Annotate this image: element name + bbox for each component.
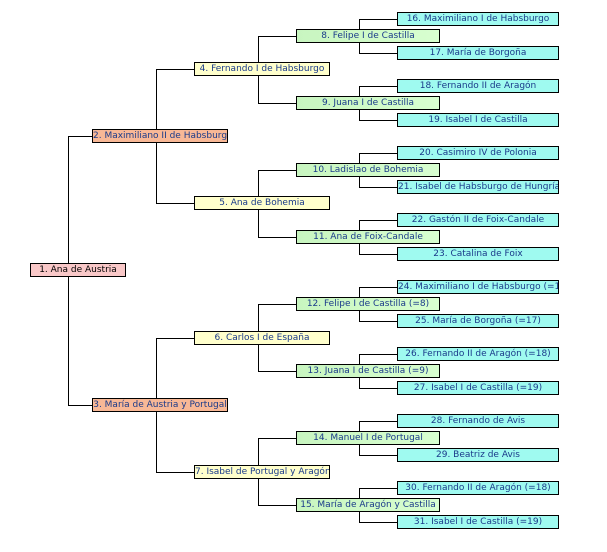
person-box-gen5[interactable]: 29. Beatriz de Avis	[397, 448, 559, 462]
connector-line	[359, 354, 397, 355]
connector-line	[258, 304, 296, 305]
person-box-gen3[interactable]: 4. Fernando I de Habsburgo	[194, 62, 330, 76]
person-box-gen5[interactable]: 24. Maximiliano I de Habsburgo (=16)	[397, 280, 559, 294]
person-box-gen5[interactable]: 18. Fernando II de Aragón	[397, 79, 559, 93]
person-box-gen3[interactable]: 6. Carlos I de España	[194, 331, 330, 345]
person-box-gen3[interactable]: 7. Isabel de Portugal y Aragón	[194, 465, 330, 479]
connector-line	[156, 203, 194, 204]
connector-line	[258, 170, 296, 171]
connector-line	[359, 86, 397, 87]
connector-line	[359, 488, 397, 489]
connector-line	[156, 472, 194, 473]
connector-line	[258, 438, 296, 439]
person-box-gen5[interactable]: 17. María de Borgoña	[397, 46, 559, 60]
connector-line	[359, 522, 397, 523]
person-box-gen5[interactable]: 23. Catalina de Foix	[397, 247, 559, 261]
person-box-gen5[interactable]: 26. Fernando II de Aragón (=18)	[397, 347, 559, 361]
connector-line	[359, 220, 397, 221]
connector-line	[359, 153, 397, 154]
connector-line	[359, 388, 397, 389]
person-box-gen4[interactable]: 11. Ana de Foix-Candale	[296, 230, 440, 244]
connector-line	[68, 136, 92, 137]
connector-line	[156, 69, 194, 70]
person-box-gen5[interactable]: 20. Casimiro IV de Polonia	[397, 146, 559, 160]
connector-line	[68, 405, 92, 406]
connector-line	[359, 287, 397, 288]
connector-line	[359, 120, 397, 121]
connector-line	[359, 321, 397, 322]
connector-line	[258, 237, 296, 238]
person-box-gen4[interactable]: 13. Juana I de Castilla (=9)	[296, 364, 440, 378]
connector-line	[359, 421, 397, 422]
person-box-gen2[interactable]: 3. María de Austria y Portugal	[92, 398, 228, 412]
connector-line	[359, 254, 397, 255]
person-box-gen5[interactable]: 25. María de Borgoña (=17)	[397, 314, 559, 328]
connector-line	[359, 53, 397, 54]
person-box-gen3[interactable]: 5. Ana de Bohemia	[194, 196, 330, 210]
connector-line	[359, 19, 397, 20]
person-box-gen4[interactable]: 9. Juana I de Castilla	[296, 96, 440, 110]
connector-line	[258, 505, 296, 506]
connector-line	[156, 338, 194, 339]
connector-line	[258, 103, 296, 104]
person-box-gen5[interactable]: 19. Isabel I de Castilla	[397, 113, 559, 127]
connector-line	[359, 455, 397, 456]
person-box-gen4[interactable]: 12. Felipe I de Castilla (=8)	[296, 297, 440, 311]
person-box-gen5[interactable]: 28. Fernando de Avis	[397, 414, 559, 428]
person-box-gen4[interactable]: 15. María de Aragón y Castilla	[296, 498, 440, 512]
person-box-gen4[interactable]: 10. Ladislao de Bohemia	[296, 163, 440, 177]
person-box-gen5[interactable]: 31. Isabel I de Castilla (=19)	[397, 515, 559, 529]
person-box-gen5[interactable]: 16. Maximiliano I de Habsburgo	[397, 12, 559, 26]
person-box-gen1[interactable]: 1. Ana de Austria	[30, 263, 126, 277]
connector-line	[359, 187, 397, 188]
connector-line	[258, 371, 296, 372]
person-box-gen4[interactable]: 8. Felipe I de Castilla	[296, 29, 440, 43]
person-box-gen5[interactable]: 21. Isabel de Habsburgo de Hungría	[397, 180, 559, 194]
person-box-gen5[interactable]: 30. Fernando II de Aragón (=18)	[397, 481, 559, 495]
person-box-gen5[interactable]: 22. Gastón II de Foix-Candale	[397, 213, 559, 227]
person-box-gen2[interactable]: 2. Maximiliano II de Habsburgo	[92, 129, 228, 143]
person-box-gen5[interactable]: 27. Isabel I de Castilla (=19)	[397, 381, 559, 395]
connector-line	[258, 36, 296, 37]
person-box-gen4[interactable]: 14. Manuel I de Portugal	[296, 431, 440, 445]
